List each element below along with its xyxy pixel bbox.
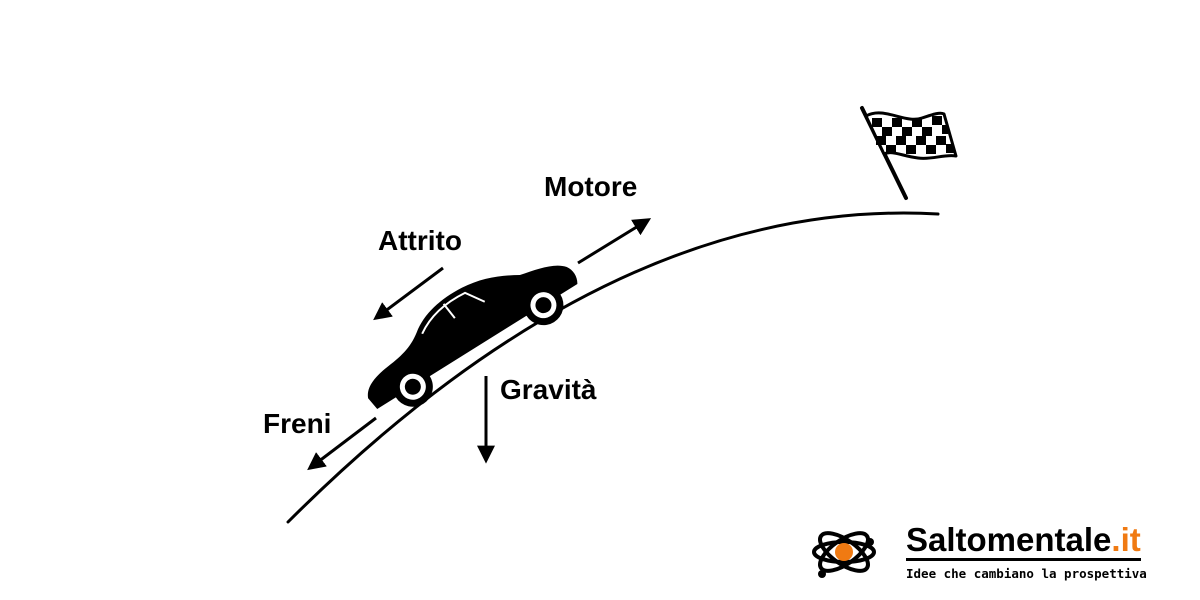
atom-logo-icon [812, 531, 876, 578]
checkered-flag-icon [860, 106, 958, 200]
hill-curve [286, 211, 940, 524]
brand-tagline: Idee che cambiano la prospettiva [906, 566, 1147, 581]
attrito-arrow [373, 266, 444, 321]
motore-label: Motore [544, 171, 637, 202]
car-icon [367, 265, 578, 410]
motore-arrow [577, 218, 652, 265]
brand-tld: .it [1111, 521, 1141, 558]
freni-arrow [307, 416, 377, 471]
freni-label: Freni [263, 408, 331, 439]
attrito-label: Attrito [378, 225, 462, 256]
brand-block: Saltomentale.it Idee che cambiano la pro… [808, 512, 1168, 592]
brand-name: Saltomentale.it [906, 522, 1141, 561]
brand-name-text: Saltomentale [906, 521, 1112, 558]
gravita-label: Gravità [500, 374, 597, 405]
